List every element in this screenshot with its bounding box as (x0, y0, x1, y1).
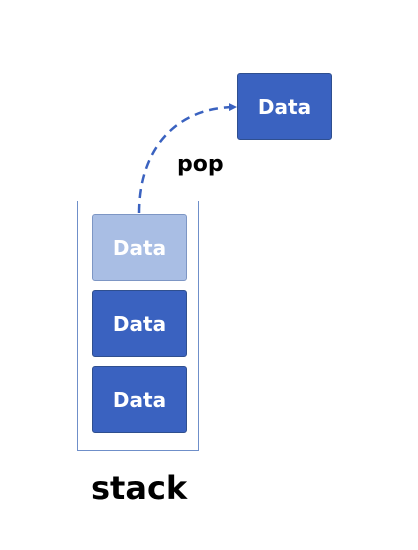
pop-arrow-path (137, 103, 237, 214)
stack-container-bottom (77, 450, 199, 451)
stack-label: stack (91, 469, 188, 507)
stack-container-left-wall (77, 201, 78, 451)
pop-label: pop (177, 152, 224, 177)
stack-item-middle: Data (92, 290, 187, 357)
stack-container-right-wall (198, 201, 199, 451)
stack-item-bottom: Data (92, 366, 187, 433)
popped-data-box: Data (237, 73, 332, 140)
stack-item-top: Data (92, 214, 187, 281)
